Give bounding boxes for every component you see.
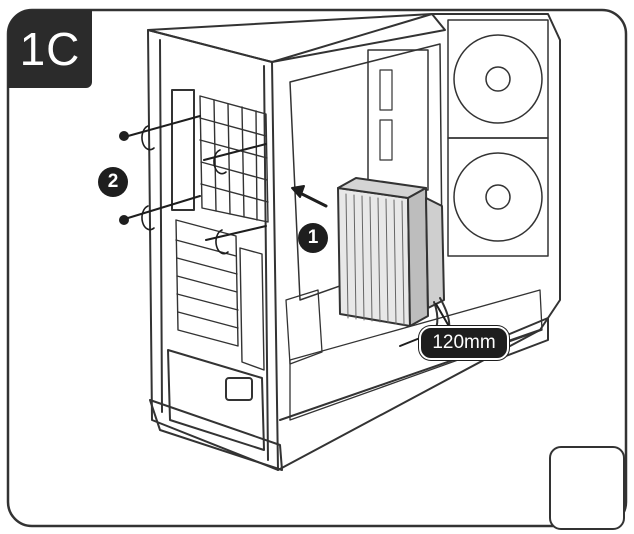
drive-cage bbox=[367, 49, 429, 191]
power-socket bbox=[225, 377, 253, 401]
dimension-leader bbox=[435, 303, 451, 329]
screw-icon bbox=[119, 115, 267, 255]
callout-2: 2 bbox=[98, 167, 128, 197]
install-arrow bbox=[291, 185, 328, 208]
step-badge: 1C bbox=[8, 10, 92, 88]
tool-box bbox=[549, 446, 625, 530]
callout-1: 1 bbox=[298, 223, 328, 253]
panel-frame bbox=[6, 8, 628, 528]
radiator-size-label: 120mm bbox=[419, 326, 509, 360]
case-rear-panel bbox=[147, 13, 446, 471]
radiator bbox=[337, 177, 451, 341]
rear-vent-grid bbox=[199, 95, 269, 223]
front-fans bbox=[447, 19, 549, 257]
